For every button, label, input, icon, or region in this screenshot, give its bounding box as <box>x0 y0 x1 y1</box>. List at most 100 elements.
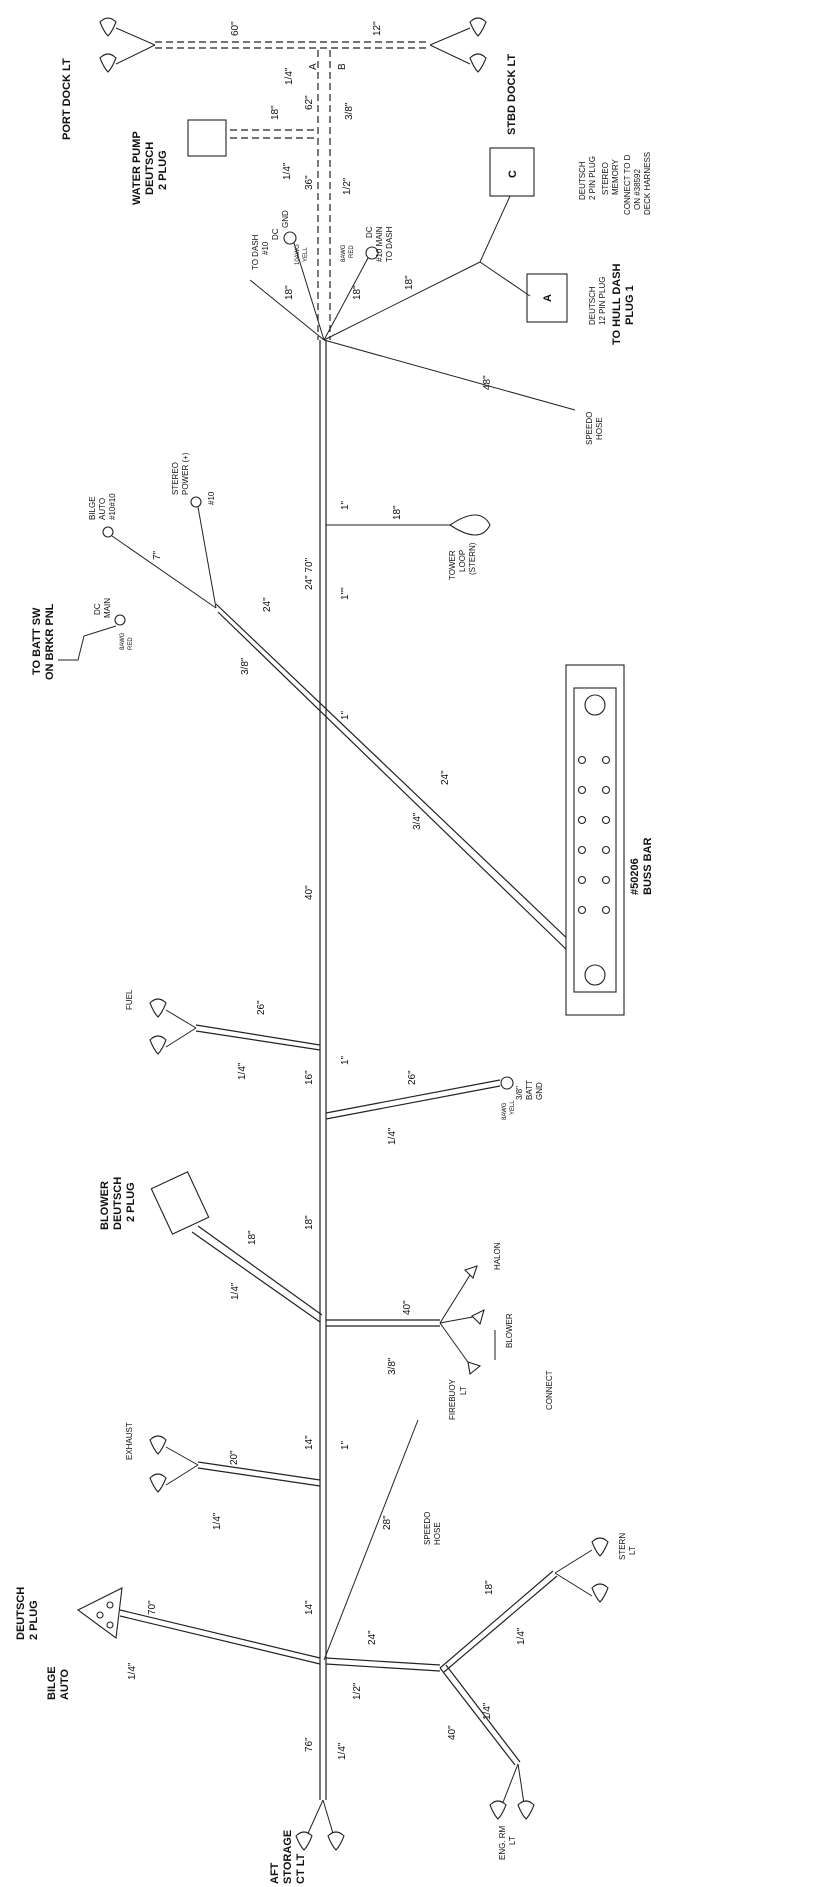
svg-text:2 PLUG: 2 PLUG <box>125 1182 137 1222</box>
buss-bar: #50206 BUSS BAR <box>565 664 654 1016</box>
dim-12: 12" <box>372 21 383 36</box>
svg-text:BLOWER: BLOWER <box>505 1313 514 1348</box>
svg-text:18": 18" <box>284 285 295 300</box>
svg-text:1/4": 1/4" <box>237 1062 248 1080</box>
dim-60: 60" <box>230 21 241 36</box>
svg-text:14": 14" <box>304 1435 315 1450</box>
dim-1-4-top: 1/4" <box>284 67 295 85</box>
svg-text:18": 18" <box>484 1580 495 1595</box>
aft-storage-lt: AFT STORAGE CT LT <box>269 1799 345 1884</box>
batt-gnd: 26" 1/4" 3/8" BATT GND 8AWG YELL <box>325 1070 544 1145</box>
svg-text:#10 MAIN: #10 MAIN <box>375 226 384 262</box>
svg-text:24": 24" <box>367 1630 378 1645</box>
svg-text:CT LT: CT LT <box>295 1853 307 1884</box>
svg-text:12 PIN PLUG: 12 PIN PLUG <box>598 277 607 325</box>
plug-a-label: A <box>308 63 319 70</box>
dash-plugs: C A 18" 48" DEUTSCH 2 PIN PLUG STEREO ME… <box>323 147 652 445</box>
svg-text:18": 18" <box>304 1215 315 1230</box>
svg-text:DEUTSCH: DEUTSCH <box>15 1587 27 1640</box>
svg-text:1/4": 1/4" <box>230 1282 241 1300</box>
svg-text:TO DASH: TO DASH <box>251 234 260 270</box>
svg-text:2 PLUG: 2 PLUG <box>157 150 169 190</box>
svg-text:1": 1" <box>340 500 351 510</box>
svg-text:8AWG: 8AWG <box>341 244 347 262</box>
svg-text:18": 18" <box>404 275 415 290</box>
svg-text:1/4": 1/4" <box>337 1742 348 1760</box>
svg-text:18": 18" <box>247 1230 258 1245</box>
svg-text:26": 26" <box>407 1070 418 1085</box>
dim-1-2: 1/2" <box>342 177 353 195</box>
svg-text:ON BRKR PNL: ON BRKR PNL <box>44 603 56 680</box>
svg-text:GND: GND <box>281 210 290 228</box>
svg-text:PLUG 1: PLUG 1 <box>624 285 636 325</box>
svg-text:14": 14" <box>304 1600 315 1615</box>
svg-text:26": 26" <box>256 1000 267 1015</box>
svg-text:8AWG: 8AWG <box>120 632 126 650</box>
svg-text:1/4": 1/4" <box>387 1127 398 1145</box>
svg-text:DEUTSCH: DEUTSCH <box>112 1177 124 1230</box>
svg-text:3/8": 3/8" <box>515 1086 524 1100</box>
svg-text:1": 1" <box>340 1440 351 1450</box>
svg-text:8AWG: 8AWG <box>502 1102 508 1120</box>
svg-text:1/4": 1/4" <box>127 1662 138 1680</box>
svg-text:2 PLUG: 2 PLUG <box>28 1600 40 1640</box>
svg-text:3/4": 3/4" <box>412 812 423 830</box>
svg-text:TO BATT SW: TO BATT SW <box>31 607 43 675</box>
svg-text:GND: GND <box>535 1082 544 1100</box>
svg-text:18": 18" <box>392 505 403 520</box>
svg-text:TOWER: TOWER <box>448 550 457 580</box>
bilge-auto-bottom: DEUTSCH 2 PLUG BILGE AUTO 70" 1/4" <box>15 1587 321 1700</box>
svg-text:STORAGE: STORAGE <box>282 1830 294 1884</box>
plug-a-dash-label: A <box>542 294 554 302</box>
svg-text:FIREBUOY: FIREBUOY <box>448 1378 457 1420</box>
svg-text:DECK HARNESS: DECK HARNESS <box>643 152 652 215</box>
svg-text:WATER PUMP: WATER PUMP <box>131 131 143 205</box>
svg-text:BILGE: BILGE <box>88 496 97 520</box>
svg-text:1/2": 1/2" <box>352 1682 363 1700</box>
svg-text:DC: DC <box>365 226 374 238</box>
svg-text:BUSS BAR: BUSS BAR <box>642 837 654 895</box>
svg-text:20": 20" <box>229 1450 240 1465</box>
buss-bar-branch: BILGE AUTO #10#10 STEREO POWER (+) #10 7… <box>31 452 575 954</box>
svg-text:#10: #10 <box>261 241 270 255</box>
svg-text:16": 16" <box>304 1070 315 1085</box>
tower-loop: 18" TOWER LOOP (STERN) <box>326 505 491 580</box>
svg-text:HOSE: HOSE <box>595 417 604 440</box>
svg-text:MEMORY: MEMORY <box>611 158 620 195</box>
svg-text:FUEL: FUEL <box>125 989 134 1010</box>
svg-text:BLOWER: BLOWER <box>99 1181 111 1230</box>
svg-text:MAIN: MAIN <box>103 598 112 618</box>
svg-text:STEREO: STEREO <box>601 162 610 195</box>
dim-3-8-top: 3/8" <box>344 102 355 120</box>
svg-text:SPEEDO: SPEEDO <box>585 412 594 445</box>
svg-text:POWER (+): POWER (+) <box>181 452 190 495</box>
stbd-dock-lt: STBD DOCK LT <box>429 17 518 135</box>
svg-text:28": 28" <box>382 1515 393 1530</box>
svg-text:DEUTSCH: DEUTSCH <box>144 142 156 195</box>
blower-plug: BLOWER DEUTSCH 2 PLUG 18" 1/4" <box>99 1171 323 1323</box>
svg-text:7": 7" <box>152 550 163 560</box>
port-dock-lt-label: PORT DOCK LT <box>61 58 73 140</box>
svg-text:DC: DC <box>271 228 280 240</box>
svg-text:LT: LT <box>628 1546 637 1555</box>
svg-text:YELL: YELL <box>510 1100 516 1115</box>
svg-text:EXHAUST: EXHAUST <box>125 1422 134 1460</box>
dash-terminals: TO DASH #10 DC GND 10AWG YELL 8AWG RED D… <box>249 210 394 341</box>
svg-text:76": 76" <box>304 1737 315 1752</box>
svg-text:ON #38592: ON #38592 <box>633 169 642 210</box>
svg-text:10AWG: 10AWG <box>295 244 301 265</box>
svg-text:RED: RED <box>128 637 134 650</box>
svg-text:AUTO: AUTO <box>59 1669 71 1700</box>
svg-text:STERN: STERN <box>618 1533 627 1560</box>
svg-text:70": 70" <box>147 1600 158 1615</box>
svg-text:SPEEDO: SPEEDO <box>423 1512 432 1545</box>
svg-text:24": 24" <box>440 770 451 785</box>
svg-text:24": 24" <box>262 597 273 612</box>
stbd-dock-lt-label: STBD DOCK LT <box>506 54 518 135</box>
svg-text:TO DASH: TO DASH <box>385 226 394 262</box>
dim-18-pump: 18" <box>270 105 281 120</box>
svg-text:BATT: BATT <box>525 1080 534 1100</box>
svg-text:1/4": 1/4" <box>516 1627 527 1645</box>
stern-eng-branch: 24" 1/2" 18" 1/4" 40" 1/4" STERN LT ENG.… <box>325 1533 637 1860</box>
svg-text:3/8": 3/8" <box>387 1357 398 1375</box>
